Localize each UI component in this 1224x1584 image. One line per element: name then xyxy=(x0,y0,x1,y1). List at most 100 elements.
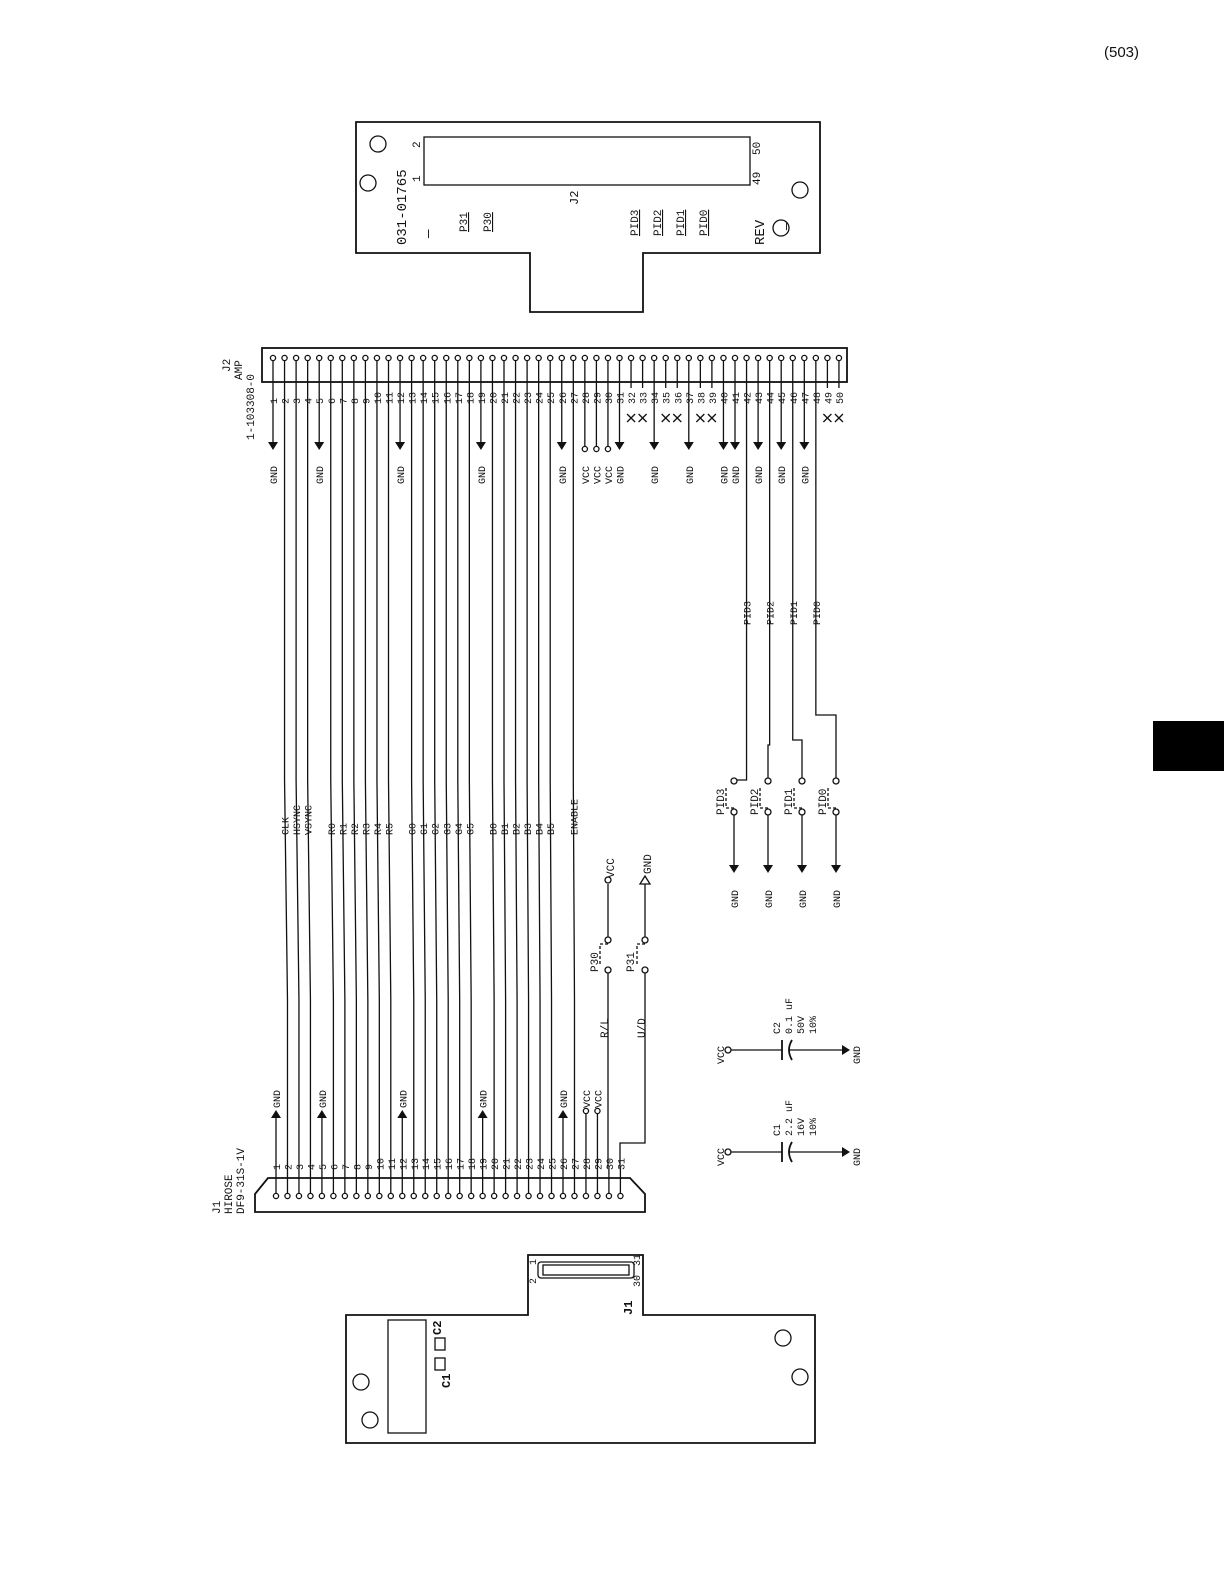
j1-pin-number: 1 xyxy=(273,1164,284,1170)
j2-pin-number: 49 xyxy=(824,392,835,404)
gnd-label: GND xyxy=(273,1090,284,1108)
j1-pin xyxy=(594,1192,601,1200)
j2-pin xyxy=(477,354,485,362)
ground-arrow xyxy=(395,442,406,450)
pid-jumper-designator: PID3 xyxy=(716,789,728,815)
signal-label: G1 xyxy=(420,823,431,835)
pid-jumper-pin xyxy=(832,777,840,785)
ground-arrow xyxy=(842,1147,850,1157)
signal-wire xyxy=(468,388,472,1168)
board-j1-outline xyxy=(345,1254,816,1444)
j1-pin-number: 7 xyxy=(342,1164,353,1170)
j2-pin-number: 12 xyxy=(397,392,408,404)
j2-pin-number: 42 xyxy=(744,392,755,404)
j2-pin-number: 8 xyxy=(351,398,362,404)
pid-signal-label: PID0 xyxy=(813,601,824,625)
gnd-label: GND xyxy=(651,466,662,484)
j2-pin-number: 16 xyxy=(443,392,454,404)
signal-wire xyxy=(538,388,541,1168)
vcc-terminal xyxy=(604,445,612,453)
signal-label: R3 xyxy=(362,823,373,835)
j2-pin xyxy=(627,354,635,362)
ground-arrow xyxy=(797,865,807,873)
pid-jumper-link xyxy=(725,788,734,809)
signal-wire xyxy=(549,388,553,1168)
pid-jumper-link xyxy=(827,788,836,809)
j1-pin xyxy=(617,1192,624,1200)
j1-pin xyxy=(456,1192,463,1200)
j1-pin-number: 15 xyxy=(434,1158,445,1170)
ground-arrow xyxy=(842,1045,850,1055)
board-jumper-label: P31 xyxy=(459,212,471,232)
j2-pin-number: 29 xyxy=(593,392,604,404)
board-j2-pin-label: 2 xyxy=(412,141,424,148)
j1-pin-number: 16 xyxy=(445,1158,456,1170)
gnd-label: GND xyxy=(399,1090,410,1108)
j2-pin xyxy=(489,354,496,362)
j2-pin-number: 30 xyxy=(605,392,616,404)
j2-pin xyxy=(743,354,750,362)
strap-p31: P31 U/D GND xyxy=(619,854,655,1168)
j2-pin xyxy=(523,354,531,362)
j2-pin-number: 15 xyxy=(432,392,443,404)
j2-pin xyxy=(570,354,577,362)
j2-pin-number: 31 xyxy=(617,392,628,404)
j1-pin xyxy=(421,1192,429,1200)
j1-pin xyxy=(295,1192,303,1200)
signal-wire xyxy=(330,388,335,1168)
gnd-label: GND xyxy=(732,466,743,484)
j2-designator: J2 xyxy=(222,359,234,372)
j2-pin-number: 39 xyxy=(709,392,720,404)
j2-pin-number: 38 xyxy=(697,392,708,404)
j2-pin xyxy=(766,354,773,362)
board-j2-connector-label: J2 xyxy=(568,191,582,205)
signal-wire xyxy=(283,388,289,1168)
j2-pin xyxy=(408,354,415,362)
j2-pin xyxy=(650,354,658,362)
gnd-label: GND xyxy=(731,890,742,908)
vcc-terminal xyxy=(594,1107,601,1115)
signal-wire xyxy=(307,388,312,1168)
strap-net: GND xyxy=(643,854,655,874)
cap-designator: C2 xyxy=(773,1022,784,1034)
strap-signal: U/D xyxy=(637,1018,649,1038)
j1-pin-number: 22 xyxy=(514,1158,525,1170)
board-j2-outline xyxy=(355,121,821,313)
j1-pin-number: 26 xyxy=(560,1158,571,1170)
j1-maker: HIROSE xyxy=(224,1174,236,1214)
j1-pin-number: 19 xyxy=(480,1158,491,1170)
board-pid-label: PID2 xyxy=(653,210,665,236)
j2-pin-number: 10 xyxy=(374,392,385,404)
signal-wire xyxy=(410,388,415,1168)
j2-pin xyxy=(835,354,843,362)
signal-wire xyxy=(503,388,507,1168)
ground-arrow xyxy=(776,442,787,450)
j2-pin-number: 25 xyxy=(547,392,558,404)
j2-pin-number: 1 xyxy=(270,398,281,404)
vcc-label: VCC xyxy=(593,466,604,484)
j2-pin xyxy=(535,354,542,362)
strap-designator: P31 xyxy=(626,952,638,972)
pid-jumper-pin xyxy=(730,808,738,816)
gnd-label: GND xyxy=(480,1090,491,1108)
signal-label: B2 xyxy=(513,823,524,835)
j2-pin-number: 18 xyxy=(466,392,477,404)
ground-arrow xyxy=(718,442,729,450)
signal-label: G5 xyxy=(466,823,477,835)
j1-pin xyxy=(490,1192,498,1200)
cap-value: 2.2 uF xyxy=(785,1100,796,1136)
j1-pin xyxy=(467,1192,475,1200)
signal-label: VSYNC xyxy=(305,805,316,835)
j2-pin-number: 5 xyxy=(316,398,327,404)
j2-pin xyxy=(442,354,450,362)
strap-net: VCC xyxy=(606,858,618,878)
j2-pin-number: 4 xyxy=(305,398,316,404)
pid-signal-label: PID3 xyxy=(744,601,755,625)
j2-pin-number: 34 xyxy=(651,392,662,404)
gnd-label: GND xyxy=(559,466,570,484)
gnd-label: GND xyxy=(319,1090,330,1108)
pid-jumper-link xyxy=(793,788,802,809)
ground-arrow xyxy=(763,865,773,873)
signal-label: B5 xyxy=(547,823,558,835)
ground-arrow xyxy=(558,1110,568,1118)
